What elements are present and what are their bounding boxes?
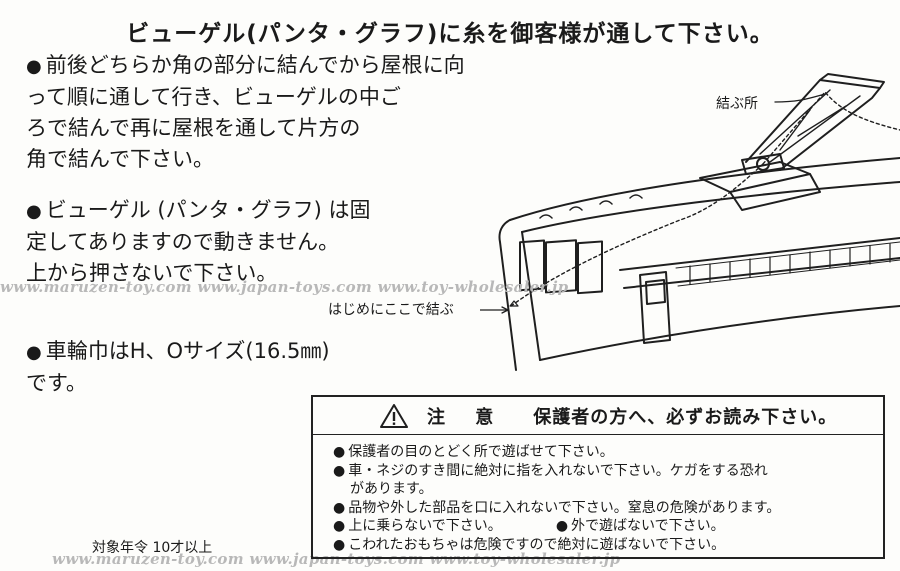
bullet-icon: ● <box>26 56 42 77</box>
knot-label: 結ぶ所 <box>716 96 758 112</box>
bullet-icon: ● <box>26 342 42 363</box>
instruction-pantograph-fixed: ●ビューゲル (パンタ・グラフ) は固 定してありますので動きません。 上から押… <box>26 195 371 289</box>
tram-window-bottom <box>623 257 900 289</box>
watermark-text: www.maruzen-toy.com www.japan-toys.com w… <box>0 278 569 296</box>
pantograph-pivot <box>756 157 770 171</box>
pantograph-bow <box>819 73 885 89</box>
bullet-icon: ● <box>333 499 346 516</box>
tram-front-edge <box>498 219 517 371</box>
list-item: ●品物や外した部品を口に入れないで下さい。窒息の危険があります。 <box>333 499 781 516</box>
safety-warning-box: 注 意 保護者の方へ、必ずお読み下さい。 ●保護者の目のとどく所で遊ばせて下さい… <box>311 395 885 559</box>
tram-side-windows <box>675 241 900 287</box>
watermark-text-bottom: www.maruzen-toy.com www.japan-toys.com w… <box>52 550 621 568</box>
tram-window-frames <box>689 243 891 285</box>
bullet-icon: ● <box>555 518 569 534</box>
bullet-icon: ● <box>333 462 346 479</box>
target-age-label: 対象年令 10才以上 <box>92 540 213 556</box>
para3-line2: です。 <box>26 371 87 395</box>
knot-pointer <box>774 93 826 103</box>
tram-roof-line <box>509 157 900 221</box>
para2-line2: 定してありますので動きません。 <box>26 230 340 254</box>
warning-triangle-icon <box>380 403 408 428</box>
list-item: ●上に乗らないで下さい。●外で遊ばないで下さい。 <box>333 518 725 534</box>
para1-line2: って順に通して行き、ビューゲルの中ご <box>26 85 401 109</box>
para1-line3: ろで結んで再に屋根を通して片方の <box>26 116 361 140</box>
warning-title: 注 意 <box>427 406 506 428</box>
para2-line3: 上から押さないで下さい。 <box>26 261 278 285</box>
bullet-icon: ● <box>333 536 346 553</box>
para1-line1: 前後どちらか角の部分に結んでから屋根に向 <box>45 53 465 77</box>
pantograph-base-side <box>729 173 821 211</box>
para3-line1: 車輪巾はH、Oサイズ(16.5㎜) <box>45 339 330 363</box>
tram-front-window <box>577 240 603 295</box>
bullet-icon: ● <box>333 444 346 460</box>
instruction-wheel-gauge: ●車輪巾はH、Oサイズ(16.5㎜) です。 <box>26 336 330 399</box>
list-item: ●保護者の目のとどく所で遊ばせて下さい。 <box>333 444 614 460</box>
pantograph-struts <box>759 89 861 163</box>
instruction-tie-thread: ●前後どちらか角の部分に結んでから屋根に向 って順に通して行き、ビューゲルの中ご… <box>26 50 465 175</box>
tram-window-top <box>619 237 900 271</box>
tram-bottom-line <box>539 305 900 361</box>
tram-front-window <box>545 239 577 294</box>
warning-subtitle: 保護者の方へ、必ずお読み下さい。 <box>533 406 838 428</box>
tram-door <box>639 271 671 344</box>
tram-door-window <box>645 279 666 305</box>
para2-line1: ビューゲル (パンタ・グラフ) は固 <box>45 198 371 222</box>
start-arrow-icon <box>501 306 509 314</box>
page-title: ビューゲル(パンタ・グラフ)に糸を御客様が通して下さい。 <box>126 21 774 47</box>
tram-front-corner <box>521 231 541 361</box>
tram-roof-edge <box>521 181 900 233</box>
thread-line-top <box>762 91 900 165</box>
tram-front-window <box>519 239 545 292</box>
para1-line4: 角で結んで下さい。 <box>26 147 214 171</box>
bullet-icon: ● <box>26 201 42 222</box>
knot-icon <box>509 300 519 307</box>
list-item: ●こわれたおもちゃは危険ですので絶対に遊ばないで下さい。 <box>333 536 726 553</box>
warning-list: ●保護者の目のとどく所で遊ばせて下さい。 ●車・ネジのすき間に絶対に指を入れない… <box>313 435 883 554</box>
list-item: ●車・ネジのすき間に絶対に指を入れないで下さい。ケガをする恐れ <box>333 462 768 479</box>
tram-roof-vents <box>539 194 643 219</box>
warning-header: 注 意 保護者の方へ、必ずお読み下さい。 <box>313 397 883 435</box>
start-knot-label: はじめにここで結ぶ <box>328 302 454 318</box>
thread-line <box>510 163 764 307</box>
tram-pantograph-illustration <box>480 73 900 371</box>
bullet-icon: ● <box>333 518 346 534</box>
list-item-continuation: があります。 <box>350 481 433 497</box>
